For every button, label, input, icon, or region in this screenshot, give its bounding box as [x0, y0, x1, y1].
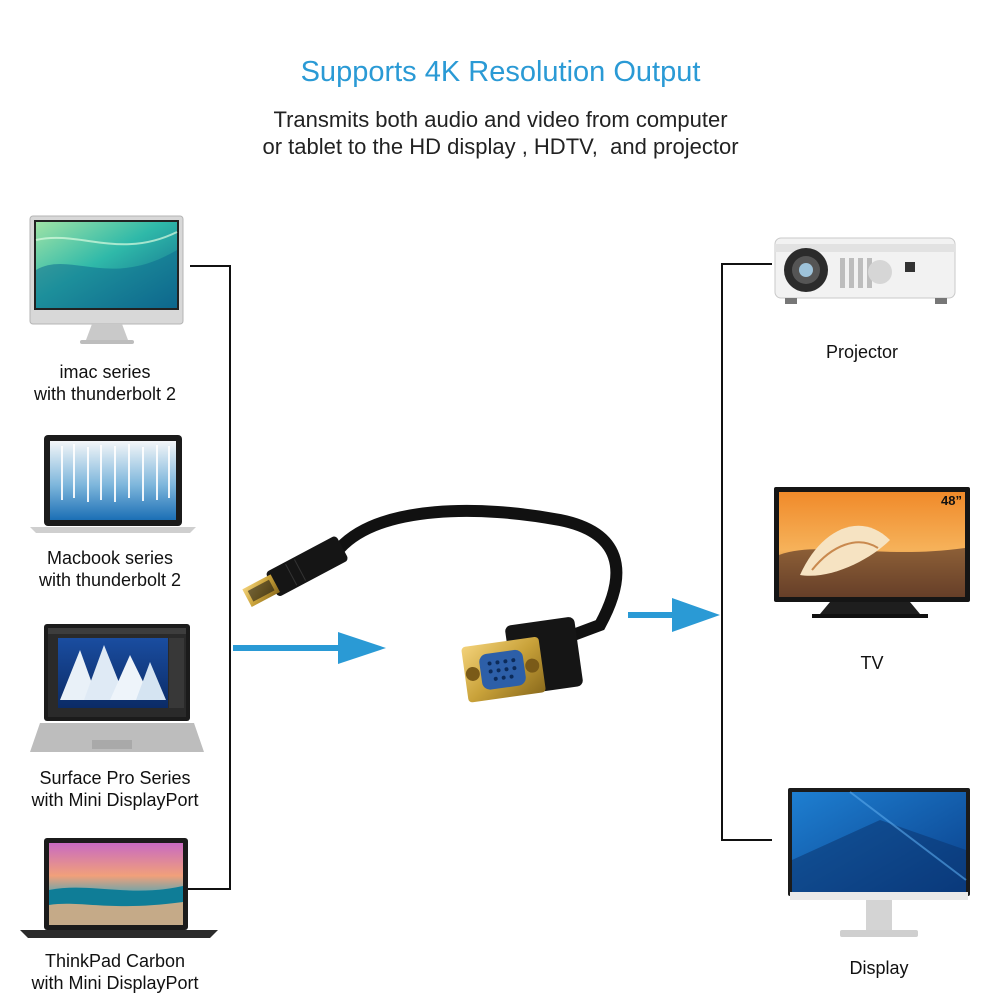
page-title: Supports 4K Resolution Output [300, 56, 701, 88]
subtitle-line-1: Transmits both audio and video from comp… [273, 107, 728, 132]
source-label-line: with thunderbolt 2 [33, 384, 177, 404]
source-label-macbook: Macbook series with thunderbolt 2 [10, 547, 210, 591]
source-label-line: with Mini DisplayPort [31, 790, 199, 810]
page-subtitle: Transmits both audio and video from comp… [0, 106, 1001, 160]
projector-illustration [774, 237, 956, 304]
source-label-surface: Surface Pro Series with Mini DisplayPort [10, 767, 220, 811]
source-label-line: with Mini DisplayPort [31, 973, 199, 993]
source-label-line: imac series [59, 362, 151, 382]
surface-pro-illustration [30, 624, 204, 752]
thinkpad-illustration [20, 838, 218, 938]
source-label-line: ThinkPad Carbon [44, 951, 186, 971]
arrow-right-icon [233, 632, 386, 664]
hdmi-vga-cable-illustration [242, 504, 623, 703]
target-label-tv: TV [860, 653, 884, 673]
tv-illustration [774, 487, 970, 618]
tv-size-badge: 48” [941, 493, 962, 508]
source-label-thinkpad: ThinkPad Carbon with Mini DisplayPort [10, 950, 220, 994]
macbook-illustration [30, 435, 196, 533]
arrow-right-icon [628, 598, 720, 632]
monitor-illustration [788, 788, 970, 937]
right-connector-bracket [721, 263, 772, 841]
target-label-display: Display [849, 958, 909, 978]
source-label-line: Surface Pro Series [39, 768, 191, 788]
source-label-line: Macbook series [46, 548, 174, 568]
source-label-line: with thunderbolt 2 [38, 570, 182, 590]
subtitle-line-2: or tablet to the HD display , HDTV, and … [262, 134, 739, 159]
source-label-imac: imac series with thunderbolt 2 [10, 361, 200, 405]
imac-illustration [29, 215, 184, 344]
target-label-projector: Projector [825, 342, 899, 362]
left-connector-bracket [188, 265, 231, 890]
